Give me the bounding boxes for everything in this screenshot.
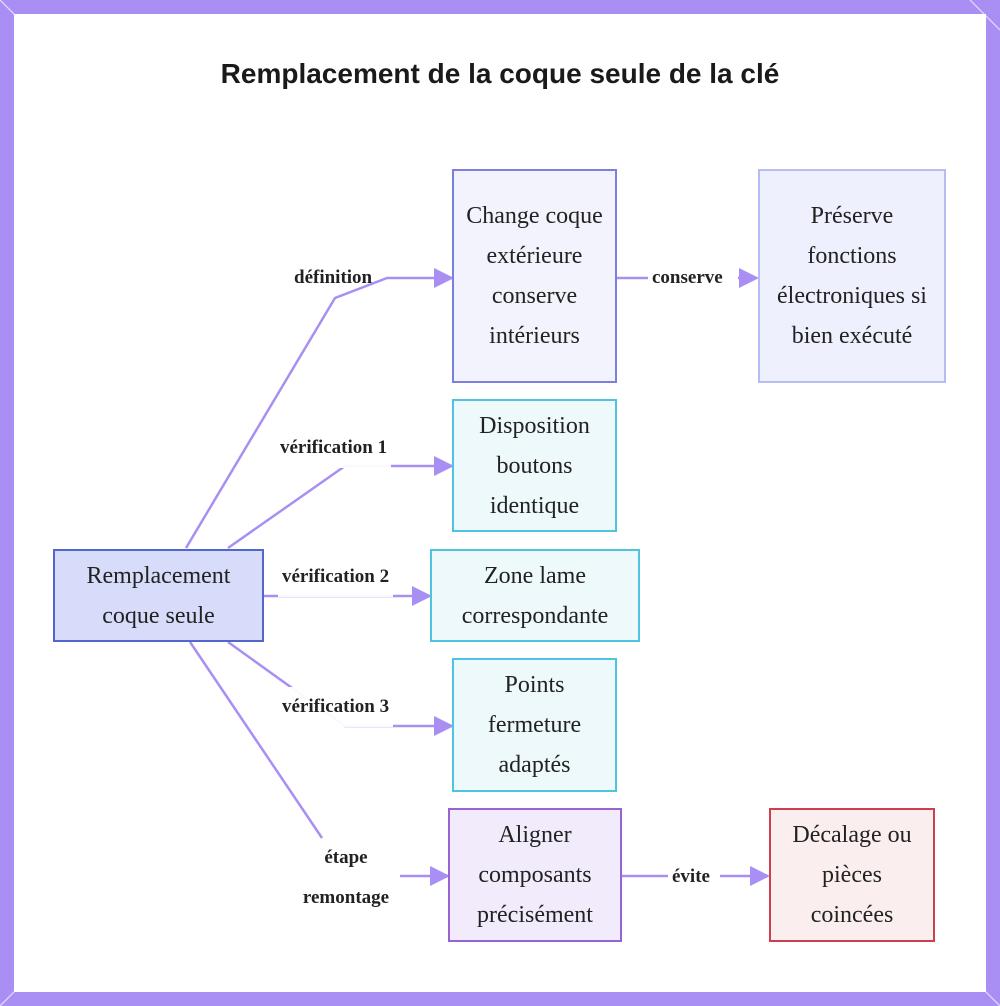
node-aligner-composants: Aligner composants précisément	[448, 808, 622, 942]
node-root-remplacement: Remplacement coque seule	[53, 549, 264, 642]
edge-label-verification-2: vérification 2	[278, 557, 393, 597]
edge-label-conserve: conserve	[648, 258, 727, 298]
edge-label-verification-1: vérification 1	[276, 428, 391, 468]
node-zone-lame: Zone lame correspondante	[430, 549, 640, 642]
node-points-fermeture: Points fermeture adaptés	[452, 658, 617, 792]
node-disposition-boutons: Disposition boutons identique	[452, 399, 617, 532]
edge-definition	[186, 278, 452, 548]
edge-verification-1	[228, 466, 452, 548]
node-preserve-fonctions: Préserve fonctions électroniques si bien…	[758, 169, 946, 383]
edge-label-etape-remontage: étape remontage	[290, 838, 402, 918]
edge-label-definition: définition	[290, 258, 376, 298]
edge-label-verification-3: vérification 3	[278, 687, 393, 727]
diagram-title: Remplacement de la coque seule de la clé	[150, 58, 850, 90]
node-decalage-pieces: Décalage ou pièces coincées	[769, 808, 935, 942]
edge-label-evite: évite	[668, 857, 714, 897]
node-change-coque: Change coque extérieure conserve intérie…	[452, 169, 617, 383]
